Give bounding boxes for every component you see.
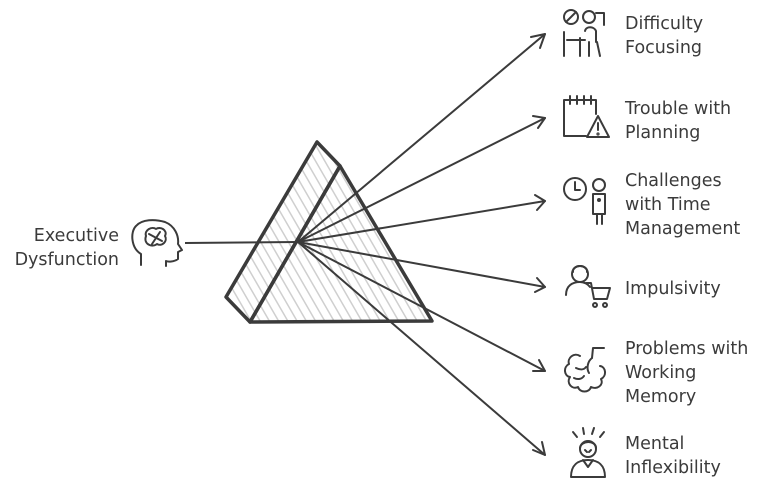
distracted-desk-icon (563, 9, 605, 57)
shopping-cart-person-icon (565, 265, 611, 308)
prism (224, 140, 434, 324)
label-difficulty-focusing: Difficulty Focusing (625, 14, 704, 58)
arrow-mental-inflexibility (297, 241, 546, 456)
label-trouble-planning: Trouble with Planning (625, 99, 732, 143)
arrow-working-memory (297, 241, 546, 372)
label-time-management: Challenges with Time Management (625, 171, 741, 239)
arrow-time-management (297, 194, 546, 243)
brain-head-icon (131, 219, 183, 267)
output-arrows (297, 33, 546, 456)
label-impulsivity: Impulsivity (625, 279, 721, 299)
clock-person-icon (563, 177, 606, 225)
brain-icon (564, 347, 606, 393)
label-working-memory: Problems with Working Memory (625, 339, 749, 407)
label-mental-inflexibility: Mental Inflexibility (625, 434, 721, 478)
arrow-difficulty-focusing (297, 33, 546, 243)
stressed-person-icon (570, 427, 606, 478)
input-beam (184, 241, 299, 244)
arrow-trouble-planning (297, 115, 546, 243)
calendar-warning-icon (563, 95, 610, 138)
arrow-impulsivity (297, 241, 546, 293)
source-label: Executive Dysfunction (14, 226, 119, 270)
